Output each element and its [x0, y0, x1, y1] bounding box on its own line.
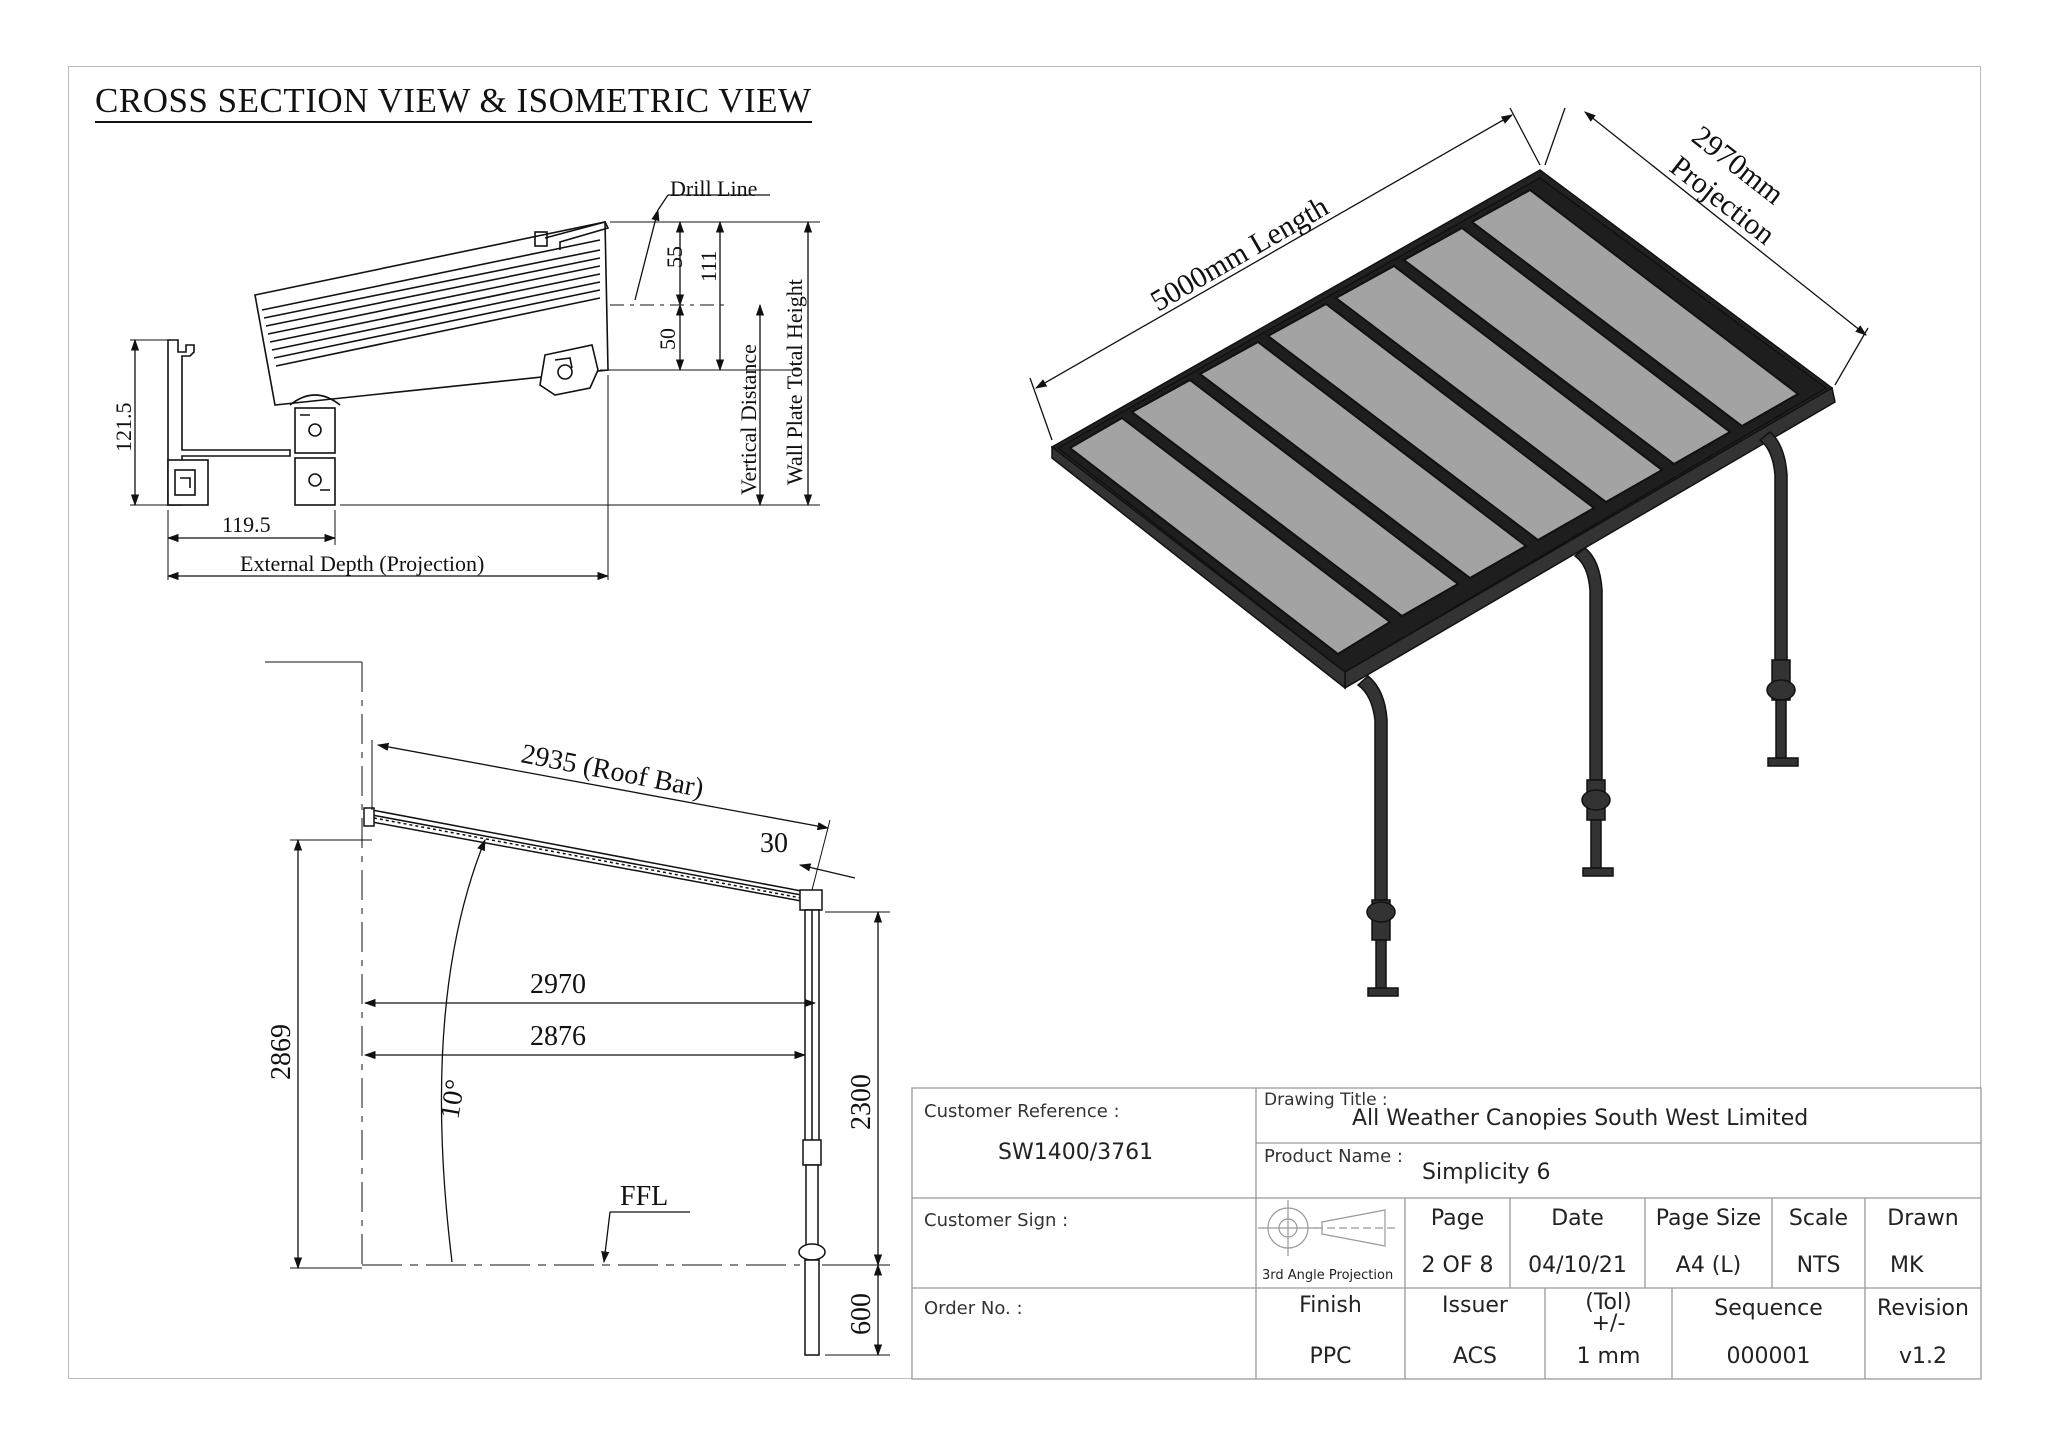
product-name-value: Simplicity 6: [1422, 1160, 1551, 1185]
roof-bar-side: [363, 807, 813, 904]
order-no-label: Order No. :: [924, 1298, 1023, 1319]
customer-reference-value: SW1400/3761: [998, 1140, 1154, 1165]
page-value: 2 OF 8: [1421, 1253, 1494, 1278]
dim-line-roof-bar: [376, 742, 830, 831]
cross-section-dimensions: [130, 194, 813, 581]
cross-section-labels: Drill Line 55 111 50 Vertical Distance W…: [111, 176, 807, 576]
drawing-title-label: Drawing Title :: [1264, 1090, 1388, 1110]
dim-2869-label: 2869: [266, 1024, 297, 1080]
length-label: 5000mm Length: [1145, 190, 1334, 318]
dim-2300-label: 2300: [846, 1074, 877, 1130]
end-bracket-profile: [539, 344, 599, 396]
post-right: [1758, 431, 1799, 767]
finish-value: PPC: [1309, 1344, 1352, 1369]
dim-30-label: 30: [760, 828, 788, 859]
scale-label: Scale: [1788, 1206, 1849, 1231]
tol-value: 1 mm: [1576, 1344, 1641, 1369]
drill-line-label: Drill Line: [670, 176, 757, 201]
revision-value: v1.2: [1898, 1344, 1947, 1369]
angle-label: 10°: [434, 1077, 471, 1121]
dim-50-label: 50: [655, 328, 680, 350]
date-label: Date: [1551, 1206, 1604, 1231]
gutter-bracket-profile: [289, 394, 341, 506]
drawn-value: MK: [1890, 1253, 1924, 1278]
sequence-value: 000001: [1726, 1344, 1811, 1369]
finish-label: Finish: [1299, 1293, 1362, 1318]
sequence-label: Sequence: [1714, 1296, 1823, 1321]
product-name-label: Product Name :: [1264, 1146, 1403, 1167]
isometric-posts: [1356, 431, 1799, 997]
projection-symbol-label: 3rd Angle Projection: [1262, 1268, 1394, 1283]
page-label: Page: [1430, 1206, 1485, 1231]
drill-line-leader: [634, 208, 660, 301]
drawing-heading: CROSS SECTION VIEW & ISOMETRIC VIEW: [95, 82, 812, 123]
dim-line-30: [798, 863, 856, 879]
dim-55-label: 55: [662, 246, 687, 268]
drawing-title-value: All Weather Canopies South West Limited: [1352, 1106, 1809, 1131]
ffl-leader: [601, 1211, 611, 1264]
issuer-value: ACS: [1453, 1344, 1497, 1369]
page-size-label: Page Size: [1655, 1206, 1762, 1231]
post-left: [1356, 675, 1399, 997]
issuer-label: Issuer: [1442, 1293, 1508, 1318]
roof-bar-label: 2935 (Roof Bar): [519, 738, 707, 804]
third-angle-projection-symbol: [1258, 1200, 1395, 1256]
vertical-distance-label: Vertical Distance: [736, 344, 761, 495]
post-side: [798, 889, 826, 1356]
glazing-panels: [1068, 188, 1800, 656]
title-block-grid: [911, 1087, 1982, 1380]
dim-600-label: 600: [846, 1293, 877, 1335]
side-elevation-dimensions: [293, 740, 883, 1357]
customer-reference-label: Customer Reference :: [924, 1101, 1120, 1122]
post-middle: [1573, 547, 1614, 877]
dim-111-label: 111: [696, 251, 721, 282]
revision-label: Revision: [1877, 1296, 1969, 1321]
date-value: 04/10/21: [1528, 1253, 1627, 1278]
drawn-label: Drawn: [1887, 1206, 1959, 1231]
dim-line-length: [1034, 114, 1514, 389]
page-size-value: A4 (L): [1675, 1253, 1742, 1278]
dim-121-5-label: 121.5: [111, 403, 136, 453]
wall-plate-profile: [167, 339, 291, 506]
ffl-label: FFL: [620, 1181, 668, 1212]
dim-119-5-label: 119.5: [222, 512, 271, 537]
dim-2970-label: 2970: [530, 969, 586, 1000]
dim-line-projection: [1584, 111, 1867, 336]
roof-bar-profile: [254, 221, 610, 406]
tol-sign: +/-: [1591, 1311, 1626, 1336]
tol-label: (Tol): [1585, 1290, 1632, 1315]
side-elevation-labels: 2935 (Roof Bar) 30 2970 2876 2869 10° FF…: [266, 738, 877, 1335]
wall-plate-height-label: Wall Plate Total Height: [782, 279, 807, 485]
customer-sign-label: Customer Sign :: [924, 1210, 1069, 1231]
scale-value: NTS: [1796, 1253, 1841, 1278]
external-depth-label: External Depth (Projection): [240, 551, 484, 576]
dim-2876-label: 2876: [530, 1021, 586, 1052]
isometric-dimensions: [1029, 107, 1869, 441]
cross-section-view: [130, 221, 820, 506]
angle-arc: [440, 838, 486, 1263]
